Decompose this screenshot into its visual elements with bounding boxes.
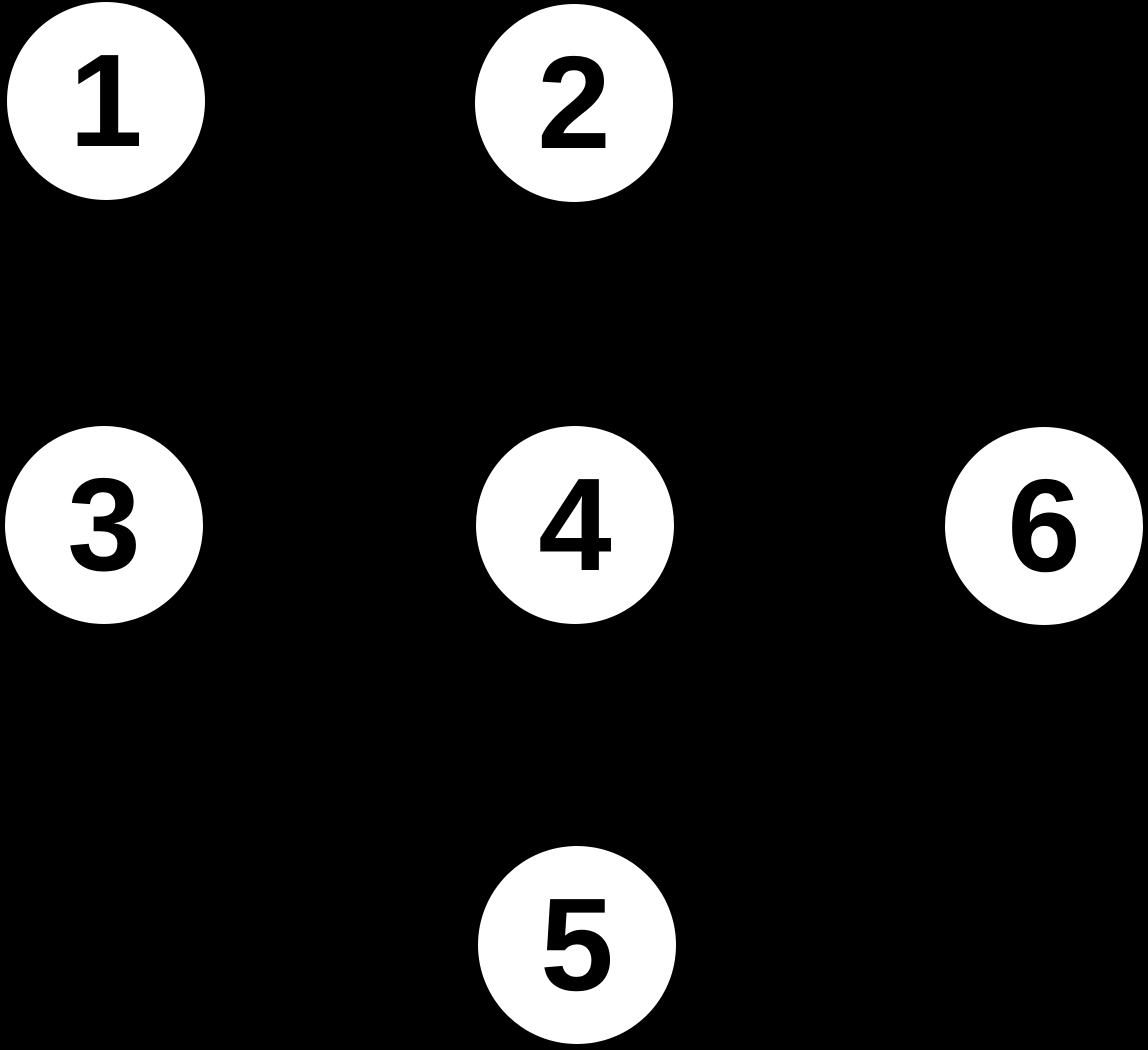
graph-node-1[interactable]: 1 bbox=[7, 2, 205, 200]
graph-node-4[interactable]: 4 bbox=[476, 426, 674, 624]
node-6-label: 6 bbox=[1007, 452, 1081, 599]
graph-node-5[interactable]: 5 bbox=[478, 846, 676, 1044]
node-5-label: 5 bbox=[540, 871, 614, 1018]
graph-node-2[interactable]: 2 bbox=[475, 4, 673, 202]
node-4-label: 4 bbox=[538, 451, 612, 598]
node-2-label: 2 bbox=[537, 29, 611, 176]
graph-node-6[interactable]: 6 bbox=[945, 427, 1143, 625]
node-3-label: 3 bbox=[67, 451, 141, 598]
graph-node-3[interactable]: 3 bbox=[5, 426, 203, 624]
node-1-label: 1 bbox=[69, 27, 143, 174]
